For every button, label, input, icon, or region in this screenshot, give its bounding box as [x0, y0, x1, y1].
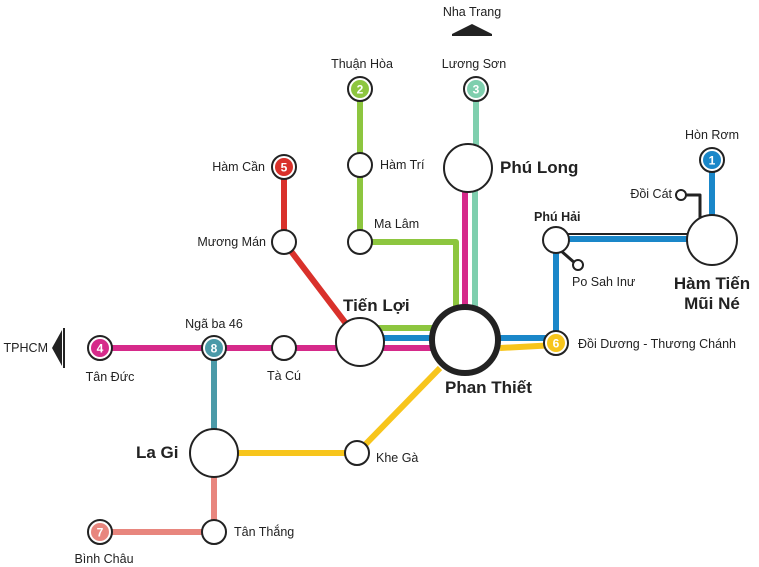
station-ma-lam[interactable] — [347, 229, 373, 255]
terminal-5[interactable]: 5 — [271, 154, 297, 180]
station-doi-cat[interactable] — [675, 189, 687, 201]
label-ta-cu: Tà Cú — [267, 369, 301, 383]
label-muong-man: Mương Mán — [197, 235, 266, 249]
direction-west: TPHCM — [4, 328, 65, 368]
station-la-gi[interactable] — [189, 428, 239, 478]
label-terminal-5: Hàm Cần — [212, 160, 265, 174]
terminal-6-number: 6 — [553, 337, 560, 351]
label-phu-long: Phú Long — [500, 158, 578, 177]
label-po-sah-inu: Po Sah Inư — [572, 275, 635, 289]
station-tien-loi[interactable] — [335, 317, 385, 367]
terminal-5-number: 5 — [281, 161, 288, 175]
direction-west-label: TPHCM — [4, 341, 48, 355]
station-ham-tien[interactable] — [686, 214, 738, 266]
label-la-gi: La Gi — [136, 443, 179, 462]
label-ham-tri: Hàm Trí — [380, 158, 425, 172]
route-line-5 — [281, 167, 363, 344]
label-phu-hai: Phú Hải — [534, 210, 581, 224]
station-phu-hai[interactable] — [542, 226, 570, 254]
terminal-7[interactable]: 7 — [87, 519, 113, 545]
station-po-sah-inu[interactable] — [572, 259, 584, 271]
label-terminal-8: Ngã ba 46 — [185, 317, 243, 331]
arrow-left-icon — [52, 330, 62, 366]
station-ham-tri[interactable] — [347, 152, 373, 178]
route-line-7 — [100, 475, 217, 535]
spur-doi-cat — [686, 193, 702, 222]
label-ma-lam: Ma Lâm — [374, 217, 419, 231]
stations — [189, 143, 738, 545]
route-line-3 — [472, 92, 479, 340]
direction-north: Nha Trang — [443, 5, 501, 36]
station-labels: Phan Thiết Tiến Lợi Phú Long La Gi Hàm T… — [74, 57, 750, 566]
label-ham-tien: Hàm Tiến — [674, 274, 750, 293]
terminals: 1 2 3 4 5 6 7 — [87, 76, 725, 545]
terminal-8-number: 8 — [211, 342, 218, 356]
terminal-1[interactable]: 1 — [699, 147, 725, 173]
label-terminal-6: Đồi Dương - Thương Chánh — [578, 337, 736, 351]
terminal-2[interactable]: 2 — [347, 76, 373, 102]
label-terminal-1: Hòn Rơm — [685, 128, 739, 142]
route-line-6 — [214, 342, 557, 456]
label-terminal-4: Tân Đức — [86, 370, 135, 384]
label-tien-loi: Tiến Lợi — [343, 296, 410, 315]
label-terminal-7: Bình Châu — [74, 552, 133, 566]
terminal-2-number: 2 — [357, 83, 364, 97]
station-muong-man[interactable] — [271, 229, 297, 255]
terminal-3-number: 3 — [473, 83, 480, 97]
label-phan-thiet: Phan Thiết — [445, 378, 532, 397]
station-ta-cu[interactable] — [271, 335, 297, 361]
direction-north-label: Nha Trang — [443, 5, 501, 19]
terminal-1-number: 1 — [709, 154, 716, 168]
label-tan-thang: Tân Thắng — [234, 524, 294, 539]
terminal-8[interactable]: 8 — [201, 335, 227, 361]
terminal-3[interactable]: 3 — [463, 76, 489, 102]
terminal-7-number: 7 — [97, 526, 104, 540]
station-tan-thang[interactable] — [201, 519, 227, 545]
station-phan-thiet[interactable] — [429, 304, 501, 376]
label-mui-ne: Mũi Né — [684, 294, 740, 313]
terminal-4-number: 4 — [97, 342, 104, 356]
label-terminal-3: Lương Sơn — [442, 57, 506, 71]
station-khe-ga[interactable] — [344, 440, 370, 466]
label-terminal-2: Thuận Hòa — [331, 57, 393, 71]
label-doi-cat: Đồi Cát — [630, 187, 672, 201]
arrow-up-icon — [452, 24, 492, 34]
terminal-4[interactable]: 4 — [87, 335, 113, 361]
station-phu-long[interactable] — [443, 143, 493, 193]
terminal-6[interactable]: 6 — [543, 330, 569, 356]
label-khe-ga: Khe Gà — [376, 451, 418, 465]
